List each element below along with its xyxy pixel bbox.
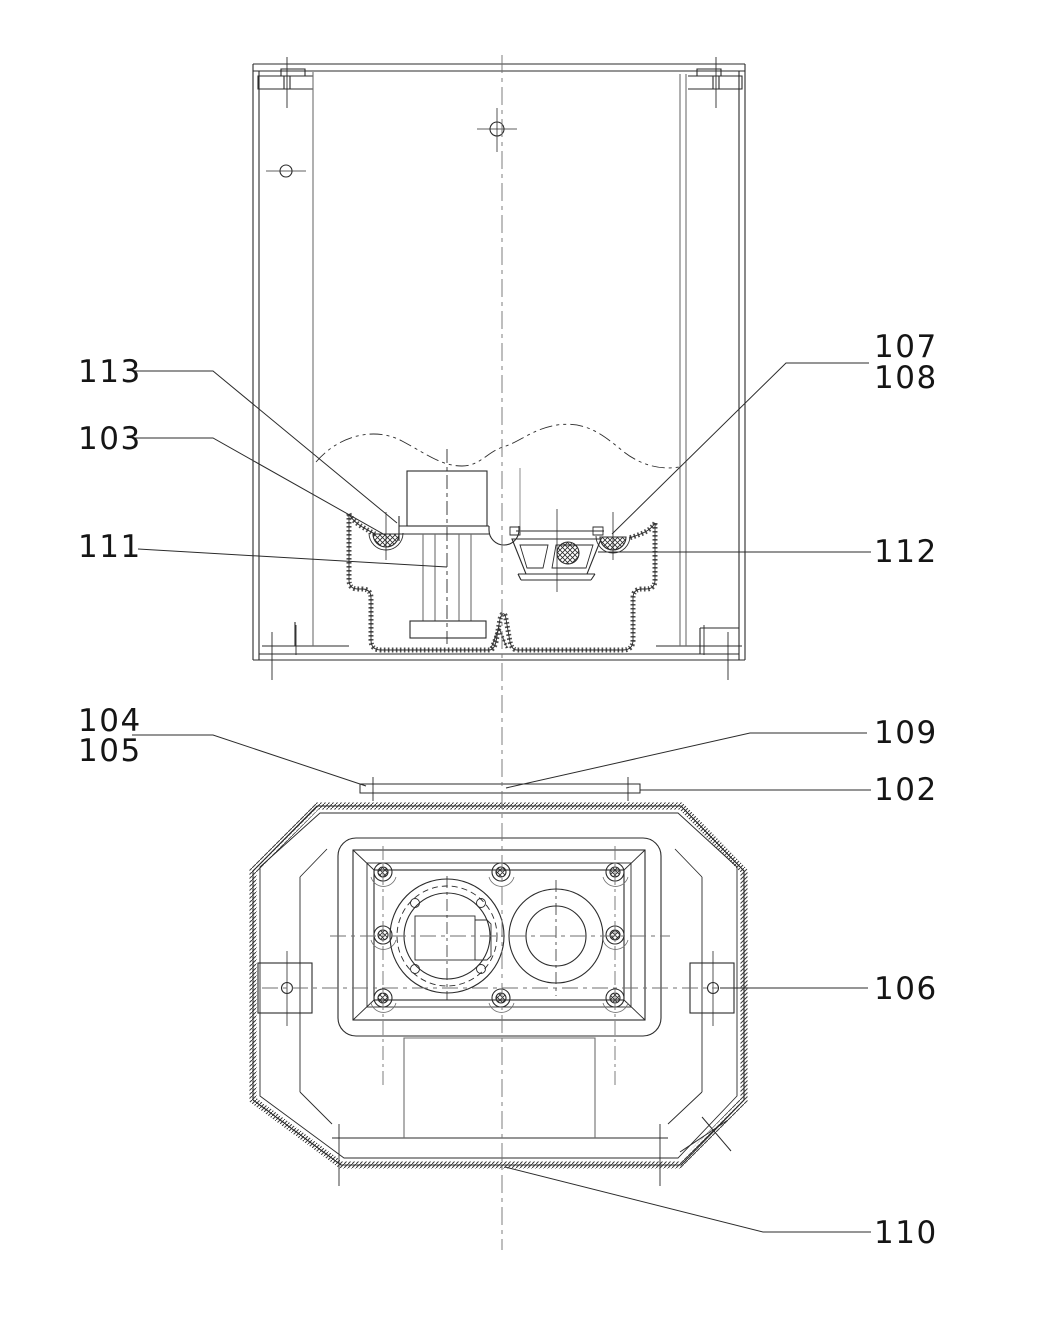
top-mount-hole xyxy=(477,108,517,152)
label-111: 111 xyxy=(78,529,142,565)
gasket-strip xyxy=(359,777,641,801)
label-102: 102 xyxy=(874,772,938,808)
side-mount-hole xyxy=(266,164,306,178)
label-104: 104 xyxy=(78,703,142,739)
label-109: 109 xyxy=(874,715,938,751)
leader-line-107-108 xyxy=(611,362,869,535)
right-seal-washer xyxy=(595,512,631,560)
left-seal-washer xyxy=(368,512,404,560)
drain-bracket xyxy=(511,509,602,592)
section-view xyxy=(252,57,746,680)
screw xyxy=(488,862,515,887)
callout-106: 106 xyxy=(720,971,938,1007)
callout-109: 109 xyxy=(505,715,938,789)
leader-line-103 xyxy=(132,437,386,536)
label-110: 110 xyxy=(874,1215,938,1251)
frame-screws xyxy=(370,862,629,1013)
outer-case xyxy=(252,63,746,661)
screw xyxy=(370,925,397,950)
label-106: 106 xyxy=(874,971,938,1007)
centerlines xyxy=(262,55,718,1250)
label-113: 113 xyxy=(78,354,142,390)
inner-walls xyxy=(312,72,687,646)
callout-107-108: 107 108 xyxy=(611,329,938,535)
bottom-view xyxy=(249,802,748,1186)
motor-block xyxy=(406,449,488,644)
callouts: 113 103 111 104 105 107 108 112 109 xyxy=(78,329,938,1251)
motor-flange-port xyxy=(389,876,505,1000)
leader-line-104-105 xyxy=(132,734,367,787)
nameplate-rect xyxy=(403,1037,596,1138)
base-feet xyxy=(271,622,739,680)
label-108: 108 xyxy=(874,360,938,396)
label-112: 112 xyxy=(874,534,938,570)
leader-line-111 xyxy=(137,548,448,568)
mounting-plate xyxy=(398,468,604,546)
leader-line-110 xyxy=(504,1166,871,1233)
leader-line-113 xyxy=(133,370,398,524)
octagonal-base xyxy=(249,802,748,1186)
top-left-bracket xyxy=(257,57,313,108)
callout-113: 113 xyxy=(78,354,398,524)
callout-110: 110 xyxy=(504,1166,938,1251)
label-105: 105 xyxy=(78,733,142,769)
callout-103: 103 xyxy=(78,421,386,536)
phantom-wave-line xyxy=(315,423,680,469)
drain-port xyxy=(508,880,604,996)
callout-104-105: 104 105 xyxy=(78,703,367,787)
top-right-bracket xyxy=(688,57,743,108)
callout-112: 112 xyxy=(598,534,938,570)
screw xyxy=(370,988,397,1013)
callout-102: 102 xyxy=(640,772,938,808)
screw xyxy=(488,988,515,1013)
inner-rounded-panel xyxy=(337,837,662,1037)
tub-basin xyxy=(346,512,658,653)
label-103: 103 xyxy=(78,421,142,457)
screw xyxy=(370,862,397,887)
side-tabs xyxy=(257,951,735,1026)
callout-111: 111 xyxy=(78,529,448,568)
leader-line-109 xyxy=(505,732,867,789)
label-107: 107 xyxy=(874,329,938,365)
